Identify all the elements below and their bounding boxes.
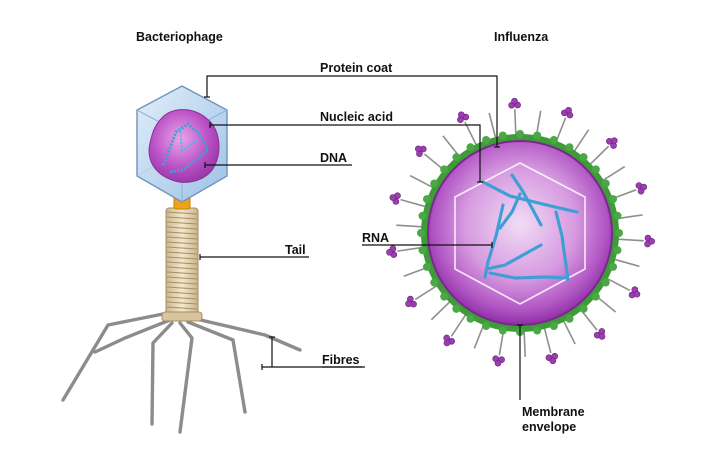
influenza-virion bbox=[386, 97, 656, 367]
label-protein-coat: Protein coat bbox=[320, 61, 393, 75]
phage-dna-strand bbox=[161, 122, 210, 174]
inner-capsid-hexagon bbox=[454, 162, 586, 305]
influenza-title: Influenza bbox=[494, 30, 549, 44]
bacteriophage-title: Bacteriophage bbox=[136, 30, 223, 44]
phage-tail bbox=[161, 207, 203, 322]
label-nucleic-acid: Nucleic acid bbox=[320, 110, 393, 124]
label-rna: RNA bbox=[362, 231, 389, 245]
label-envelope: envelope bbox=[522, 420, 576, 434]
label-fibres: Fibres bbox=[322, 353, 360, 367]
label-dna: DNA bbox=[320, 151, 347, 165]
label-tail: Tail bbox=[285, 243, 306, 257]
leader-lines bbox=[199, 75, 523, 400]
tail-fibres bbox=[61, 311, 302, 434]
bacteriophage bbox=[61, 85, 302, 434]
rna-segments bbox=[481, 173, 579, 282]
phage-nucleic-acid bbox=[148, 109, 220, 183]
label-membrane: Membrane bbox=[522, 405, 585, 419]
